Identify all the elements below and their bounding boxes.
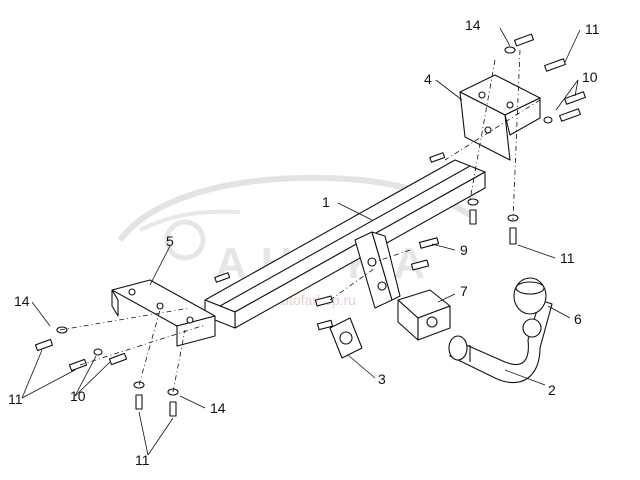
ball-mount-plate [354,231,401,309]
assembly-guide-lines [59,49,541,393]
callout-10-right: 10 [582,69,598,85]
callout-9: 9 [460,242,468,258]
callout-14-bottom: 14 [210,400,226,416]
callout-1: 1 [322,194,330,210]
tow-ball [513,277,547,338]
callout-11-left: 11 [8,391,23,407]
callout-2: 2 [548,382,556,398]
socket-bracket [329,317,363,359]
callout-5: 5 [166,233,174,249]
callout-11-bottom: 11 [135,452,150,468]
callout-14-top: 14 [465,17,481,33]
callout-4: 4 [424,71,432,87]
callout-11-top: 11 [585,21,600,37]
callout-14-left: 14 [14,293,30,309]
callout-leaders [21,27,581,456]
electrical-socket [397,289,451,341]
fasteners [34,33,586,417]
watermark-wheel-icon [164,219,206,261]
left-mounting-bracket [111,279,216,347]
right-mounting-bracket [459,74,541,161]
callout-3: 3 [378,371,386,387]
callout-11-right: 11 [560,250,575,266]
callout-10-left: 10 [70,388,86,404]
callout-labels: 1 2 3 4 5 6 7 9 10 10 11 11 11 11 14 14 … [8,17,600,468]
callout-6: 6 [574,311,582,327]
callout-7: 7 [460,283,468,299]
tow-ball-neck [448,299,553,384]
